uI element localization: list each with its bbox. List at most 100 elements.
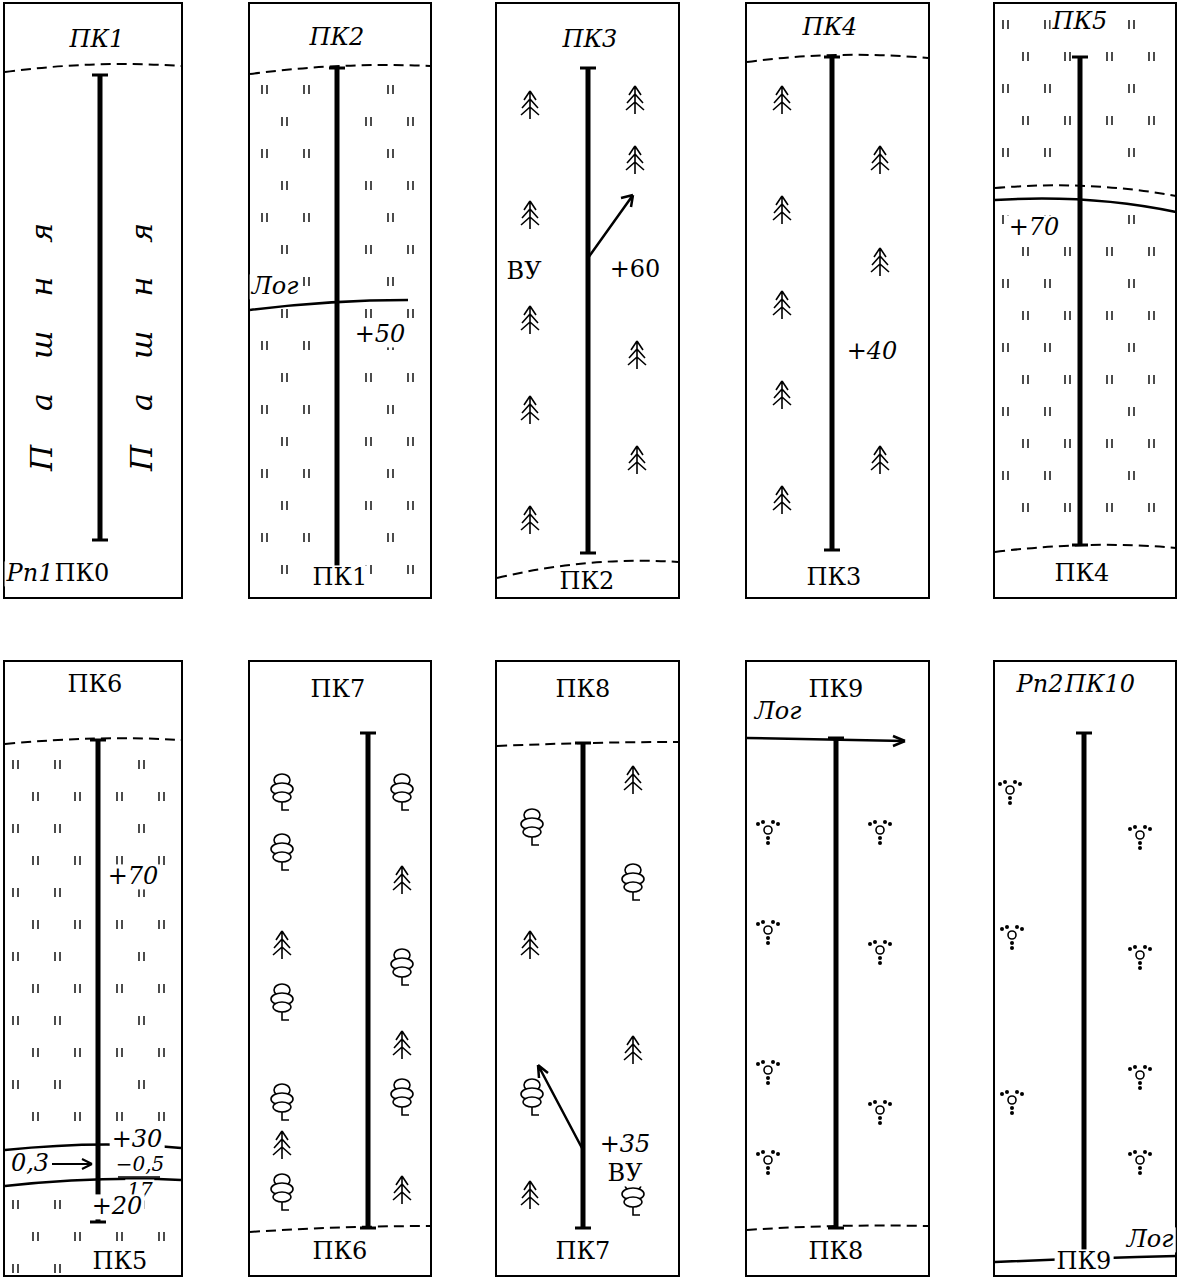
grass-mark (33, 1048, 38, 1057)
shrub-dot (1138, 1166, 1142, 1170)
grass-mark (75, 856, 80, 865)
conifer-symbol (521, 931, 539, 959)
shrub-dot (766, 841, 770, 845)
grass-mark (55, 760, 60, 769)
conifer-symbol (521, 91, 539, 119)
grass-mark (75, 1048, 80, 1057)
shrub-dot (1010, 946, 1014, 950)
picket-panel: ПК9ЛогПК8 (745, 660, 930, 1277)
grass-mark (408, 565, 413, 574)
shrub-dot (1015, 925, 1019, 929)
picket-label: ПК7 (554, 1239, 613, 1264)
grass-mark (75, 984, 80, 993)
picket-label: ПК0 (53, 561, 112, 586)
grass-mark (1045, 84, 1050, 93)
shrub-dot (1128, 947, 1132, 951)
picket-label: +20 (90, 1194, 145, 1219)
picket-panel: Рп2ПК10ЛогПК9 (993, 660, 1177, 1277)
grass-mark (33, 792, 38, 801)
shrub-dot (1133, 945, 1137, 949)
grass-mark (1107, 503, 1112, 512)
traverse-line (834, 738, 839, 1228)
shrub-symbol (764, 1156, 772, 1164)
deciduous-crown (624, 1197, 642, 1207)
picket-tick (360, 733, 376, 1228)
grass-mark (1023, 439, 1028, 448)
grass-mark (282, 117, 287, 126)
shrub-dot (761, 1060, 765, 1064)
picket-label: ПК10 (1063, 672, 1137, 697)
shrub-symbol (1136, 1071, 1144, 1079)
grass-mark (1107, 375, 1112, 384)
shrub-dot (868, 942, 872, 946)
grass-mark (55, 1264, 60, 1273)
grass-mark (1065, 247, 1070, 256)
picket-label: ПК4 (801, 15, 860, 40)
picket-panel: ПК5+70ПК4 (993, 2, 1177, 599)
grass-mark (55, 824, 60, 833)
grass-mark (1003, 20, 1008, 29)
picket-tick (90, 740, 106, 1222)
picket-label: ПК8 (554, 677, 613, 702)
grass-mark (117, 1048, 122, 1057)
deciduous-crown (523, 827, 541, 837)
grass-mark (282, 501, 287, 510)
shrub-dot (1003, 780, 1007, 784)
shrub-dot (868, 822, 872, 826)
picket-panel: ПК4+40ПК3 (745, 2, 930, 599)
picket-label: 0,3 (9, 1151, 51, 1176)
shrub-dot (756, 922, 760, 926)
grass-mark (1023, 52, 1028, 61)
grass-mark (55, 1200, 60, 1209)
shrub-dot (1138, 1086, 1142, 1090)
shrub-dot (1010, 1111, 1014, 1115)
shrub-symbol (876, 1106, 884, 1114)
picket-tick (1076, 733, 1092, 1260)
shrub-dot (761, 920, 765, 924)
shrub-dot (878, 961, 882, 965)
picket-tick (580, 68, 596, 553)
shrub-dot (1133, 1065, 1137, 1069)
picket-label: ПК5 (91, 1249, 150, 1274)
grass-mark (1129, 84, 1134, 93)
picket-label: Лог (753, 699, 804, 724)
shrub-symbol (764, 826, 772, 834)
shrub-dot (1138, 1081, 1142, 1085)
traverse-line (335, 68, 340, 580)
grass-mark (366, 181, 371, 190)
conifer-symbol (628, 446, 646, 474)
grass-mark (139, 952, 144, 961)
picket-label: Рп2 (1015, 672, 1066, 697)
picket-label: +70 (106, 864, 161, 889)
picket-label: ПК9 (807, 677, 866, 702)
shrub-dot (873, 820, 877, 824)
shrub-dot (888, 942, 892, 946)
grass-mark (408, 309, 413, 318)
shrub-dot (1138, 846, 1142, 850)
picket-label: ПК6 (66, 672, 125, 697)
deciduous-crown (273, 1192, 291, 1202)
grass-mark (13, 1200, 18, 1209)
grass-mark (1129, 20, 1134, 29)
shrub-dot (1138, 1171, 1142, 1175)
deciduous-crown (393, 792, 411, 802)
grass-mark (13, 888, 18, 897)
picket-label: +30 (110, 1127, 165, 1152)
conifer-symbol (521, 1181, 539, 1209)
shrub-dot (878, 1116, 882, 1120)
shrub-dot (771, 820, 775, 824)
contour-boundary (497, 742, 678, 746)
grass-mark (262, 469, 267, 478)
shrub-dot (1020, 1092, 1024, 1096)
traverse-line (98, 75, 103, 540)
contour-boundary (250, 65, 430, 74)
grass-mark (75, 792, 80, 801)
grass-mark (1107, 116, 1112, 125)
log-line (250, 300, 408, 310)
contour-boundary (5, 64, 181, 72)
landuse-label: Пашня (26, 187, 58, 473)
picket-label: ПК3 (805, 565, 864, 590)
conifer-symbol (273, 931, 291, 959)
grass-mark (262, 533, 267, 542)
shrub-dot (756, 822, 760, 826)
